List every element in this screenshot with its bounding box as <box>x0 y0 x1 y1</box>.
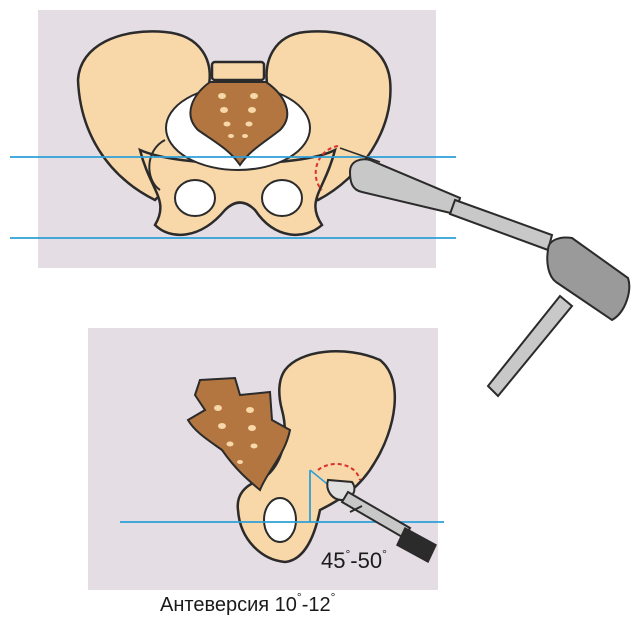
angle-b: 50 <box>358 548 382 573</box>
antev-a: 10 <box>275 594 297 616</box>
top-right-foramen <box>262 180 302 216</box>
top-mallet-handle <box>488 296 572 396</box>
bottom-panel <box>88 328 444 590</box>
antev-b: 12 <box>308 594 330 616</box>
angle-a: 45 <box>321 548 345 573</box>
top-reamer-shaft <box>450 200 552 250</box>
angle-dash: - <box>350 548 357 573</box>
antev-word: Антеверсия <box>160 594 275 616</box>
angle-b-degree: ° <box>382 547 387 561</box>
top-l5-vertebra <box>212 62 264 80</box>
top-left-foramen <box>175 180 215 216</box>
antev-b-degree: ° <box>331 590 336 604</box>
inclination-angle-label: 45°-50° <box>321 547 387 574</box>
anteversion-label: Антеверсия 10°-12° <box>160 590 335 617</box>
bottom-foramen <box>264 498 296 542</box>
